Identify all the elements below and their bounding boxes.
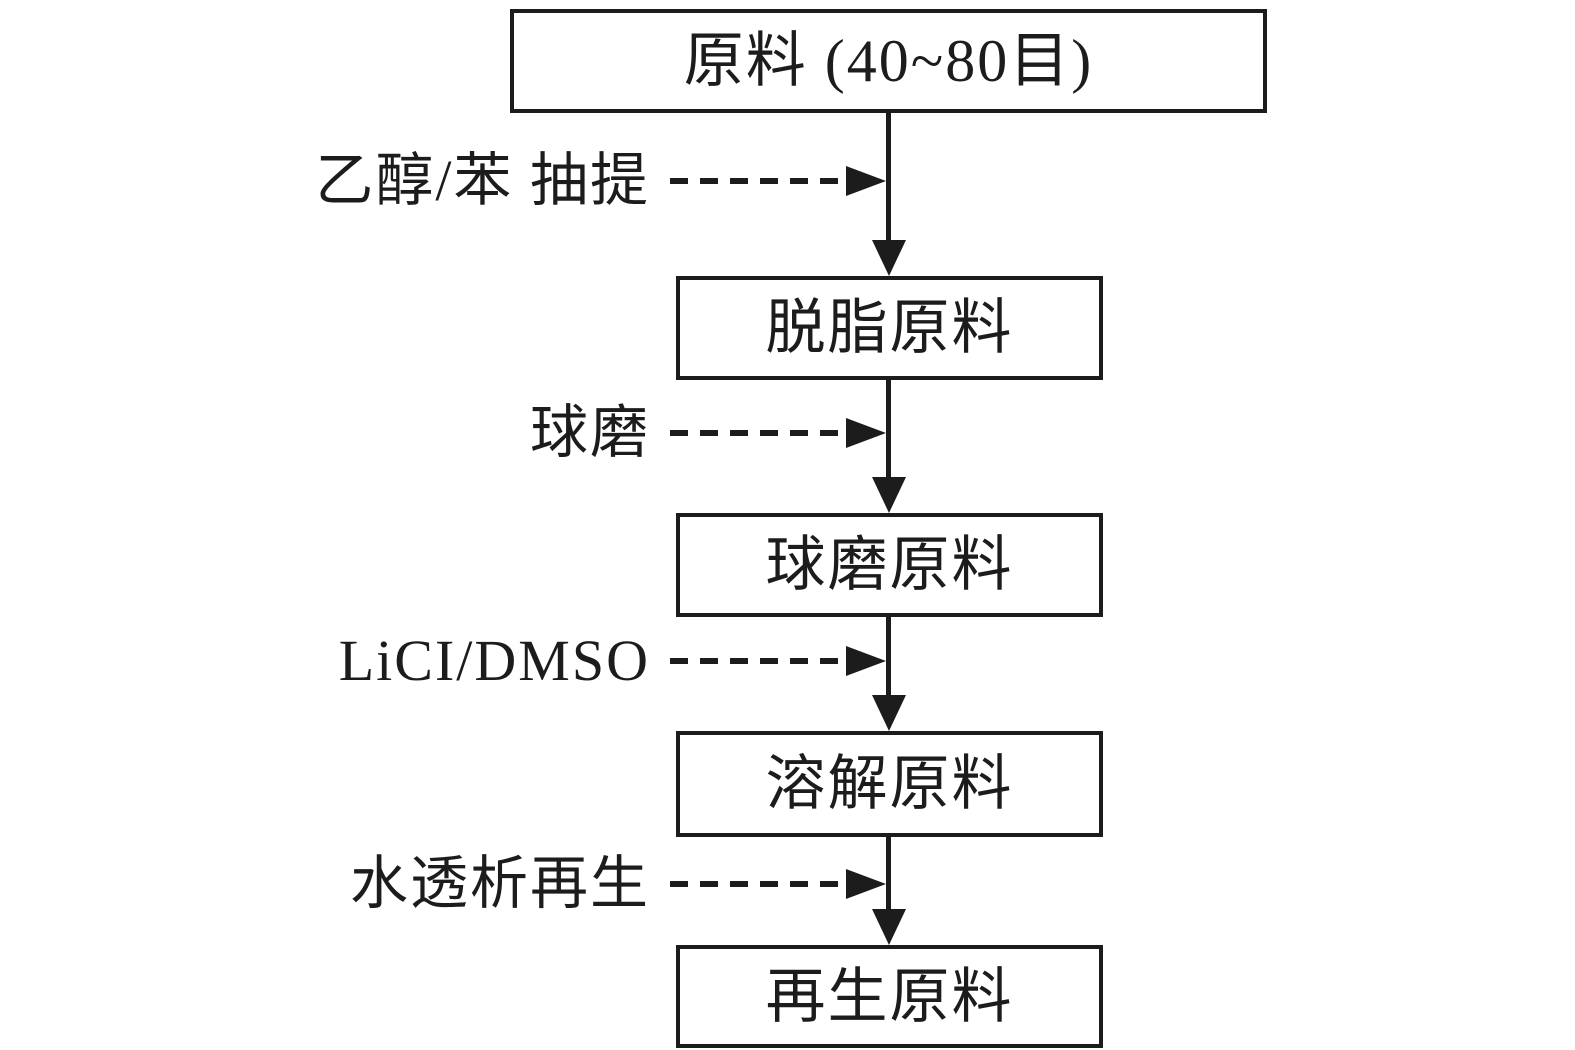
flow-box-regenerated-material: 再生原料 [676, 945, 1103, 1048]
arrow-down-icon-4 [872, 909, 906, 945]
arrow-right-icon-2 [846, 418, 886, 448]
connector-line-3 [886, 617, 891, 697]
dashed-connector-2 [670, 430, 846, 436]
flow-box-degreased-material-label: 脱脂原料 [765, 295, 1014, 361]
flow-box-ball-milled-material: 球磨原料 [676, 513, 1103, 617]
connector-line-1 [886, 113, 891, 244]
dashed-connector-1 [670, 178, 846, 184]
flow-box-raw-material: 原料 (40~80目) [510, 9, 1267, 113]
flow-box-raw-material-label: 原料 (40~80目) [683, 28, 1094, 94]
step-label-water-dialysis: 水透析再生 [349, 851, 650, 916]
flow-box-regenerated-material-label: 再生原料 [765, 963, 1014, 1030]
flow-box-ball-milled-material-label: 球磨原料 [765, 532, 1014, 598]
step-label-licl-dmso: LiCI/DMSO [338, 628, 650, 693]
step-label-ball-milling: 球磨 [529, 400, 650, 465]
arrow-down-icon-2 [872, 477, 906, 513]
arrow-right-icon-4 [846, 869, 886, 899]
dashed-connector-3 [670, 658, 846, 664]
arrow-down-icon-1 [872, 240, 906, 276]
dashed-connector-4 [670, 881, 846, 887]
arrow-down-icon-3 [872, 695, 906, 731]
connector-line-4 [886, 836, 891, 911]
flow-box-dissolved-material-label: 溶解原料 [765, 751, 1014, 817]
step-label-extraction: 乙醇/苯 抽提 [315, 148, 650, 213]
flow-box-degreased-material: 脱脂原料 [676, 276, 1103, 380]
connector-line-2 [886, 380, 891, 479]
arrow-right-icon-1 [846, 166, 886, 196]
flow-box-dissolved-material: 溶解原料 [676, 731, 1103, 837]
arrow-right-icon-3 [846, 646, 886, 676]
